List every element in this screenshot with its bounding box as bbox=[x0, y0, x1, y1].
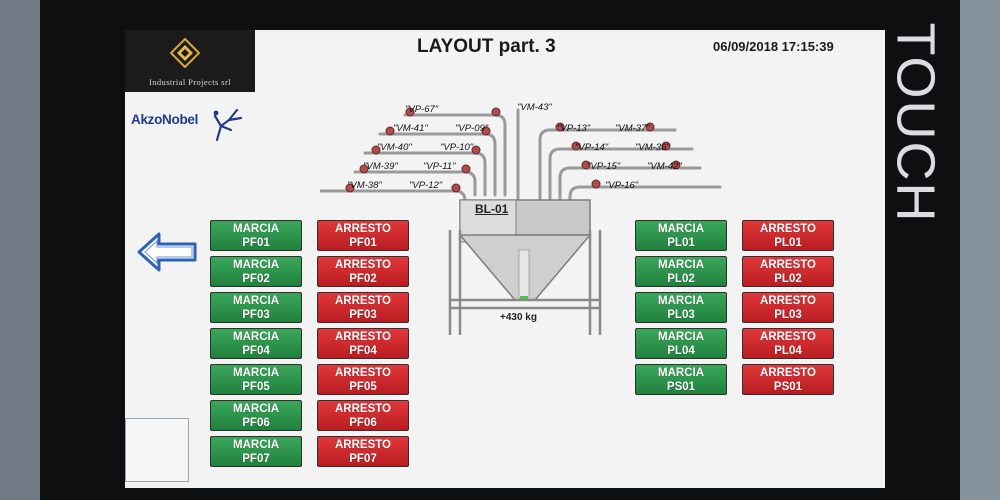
valve-label-vm43: "VM-43" bbox=[517, 102, 552, 113]
valve-label-vm38: "VM-38" bbox=[347, 180, 382, 191]
valve-label-vp10: "VP-10" bbox=[440, 142, 474, 153]
valve-label-vp12: "VP-12" bbox=[409, 180, 443, 191]
valve-label-vp09: "VP-09" bbox=[455, 123, 489, 134]
akzonobel-name: AkzoNobel bbox=[131, 112, 199, 127]
hmi-screen: Industrial Projects srl AkzoNobel LAYOUT… bbox=[125, 30, 885, 488]
page-title: LAYOUT part. 3 bbox=[417, 36, 556, 57]
valve-label-vp67: "VP-67" bbox=[405, 104, 439, 115]
datetime-display: 06/09/2018 17:15:39 bbox=[713, 39, 834, 54]
industrial-projects-logo: Industrial Projects srl bbox=[125, 30, 255, 92]
back-arrow-icon[interactable] bbox=[137, 230, 199, 274]
valve-label-vp16: "VP-16" bbox=[605, 180, 639, 191]
blank-button-placeholder[interactable] bbox=[125, 418, 189, 482]
tank-weight-readout: +430 kg bbox=[500, 312, 537, 323]
akzonobel-logo: AkzoNobel bbox=[131, 106, 249, 142]
akzonobel-figure-icon bbox=[213, 108, 243, 142]
valve-label-vp13: "VP-13" bbox=[557, 123, 591, 134]
industrial-projects-name: Industrial Projects srl bbox=[149, 77, 231, 87]
valve-label-vp11: "VP-11" bbox=[423, 161, 456, 172]
valve-label-vm42: "VM-42" bbox=[647, 161, 682, 172]
valve-label-vm37: "VM-37" bbox=[615, 123, 650, 134]
bezel-right-strip bbox=[960, 0, 1000, 500]
valve-label-vm40: "VM-40" bbox=[377, 142, 412, 153]
valve-label-vm39: "VM-39" bbox=[363, 161, 398, 172]
touch-brand-label: TOUCH bbox=[885, 22, 946, 224]
tank-name-label[interactable]: BL-01 bbox=[475, 202, 509, 216]
piping-diagram bbox=[320, 107, 722, 335]
diamond-logo-icon bbox=[170, 38, 200, 68]
valve-label-vp15: "VP-15" bbox=[587, 161, 621, 172]
valve-label-vp14: "VP-14" bbox=[575, 142, 609, 153]
bezel-left-strip bbox=[0, 0, 40, 500]
valve-label-vm36: "VM-36" bbox=[635, 142, 670, 153]
valve-label-vm41: "VM-41" bbox=[393, 123, 428, 134]
